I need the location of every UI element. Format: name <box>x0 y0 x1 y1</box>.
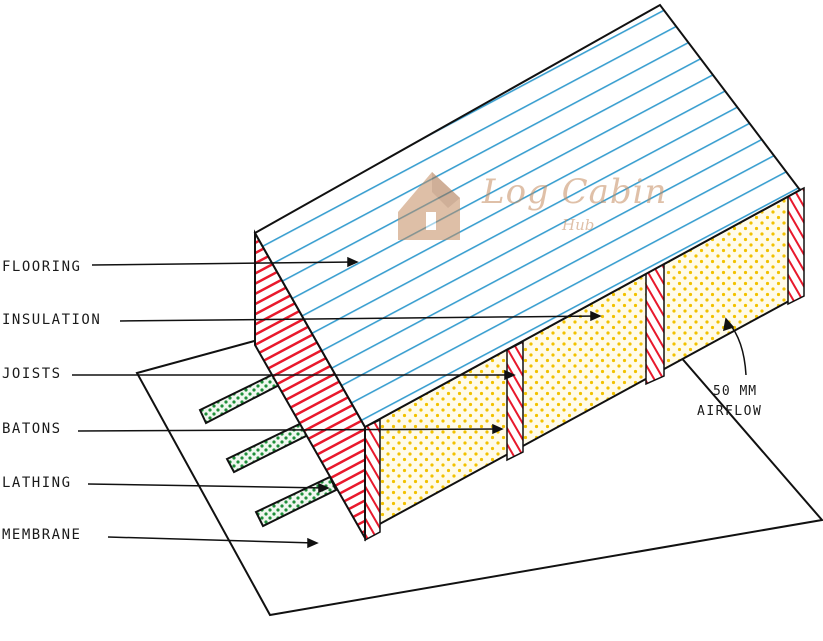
logo-name: Log Cabin <box>482 172 668 212</box>
label-lathing: LATHING <box>2 475 72 491</box>
label-flooring: FLOORING <box>2 259 82 275</box>
leader-lines <box>72 256 747 549</box>
airflow-label: AIRFLOW <box>697 404 763 419</box>
label-membrane: MEMBRANE <box>2 527 82 543</box>
label-insulation: INSULATION <box>2 312 102 328</box>
label-joists: JOISTS <box>2 366 62 382</box>
lathing-strips <box>198 370 338 528</box>
flooring-top <box>253 3 802 429</box>
label-batons: BATONS <box>2 421 62 437</box>
logo-sub: Hub <box>562 216 595 234</box>
airflow-size-label: 50 MM <box>713 384 758 399</box>
log-cabin-hub-logo-icon <box>398 172 460 240</box>
